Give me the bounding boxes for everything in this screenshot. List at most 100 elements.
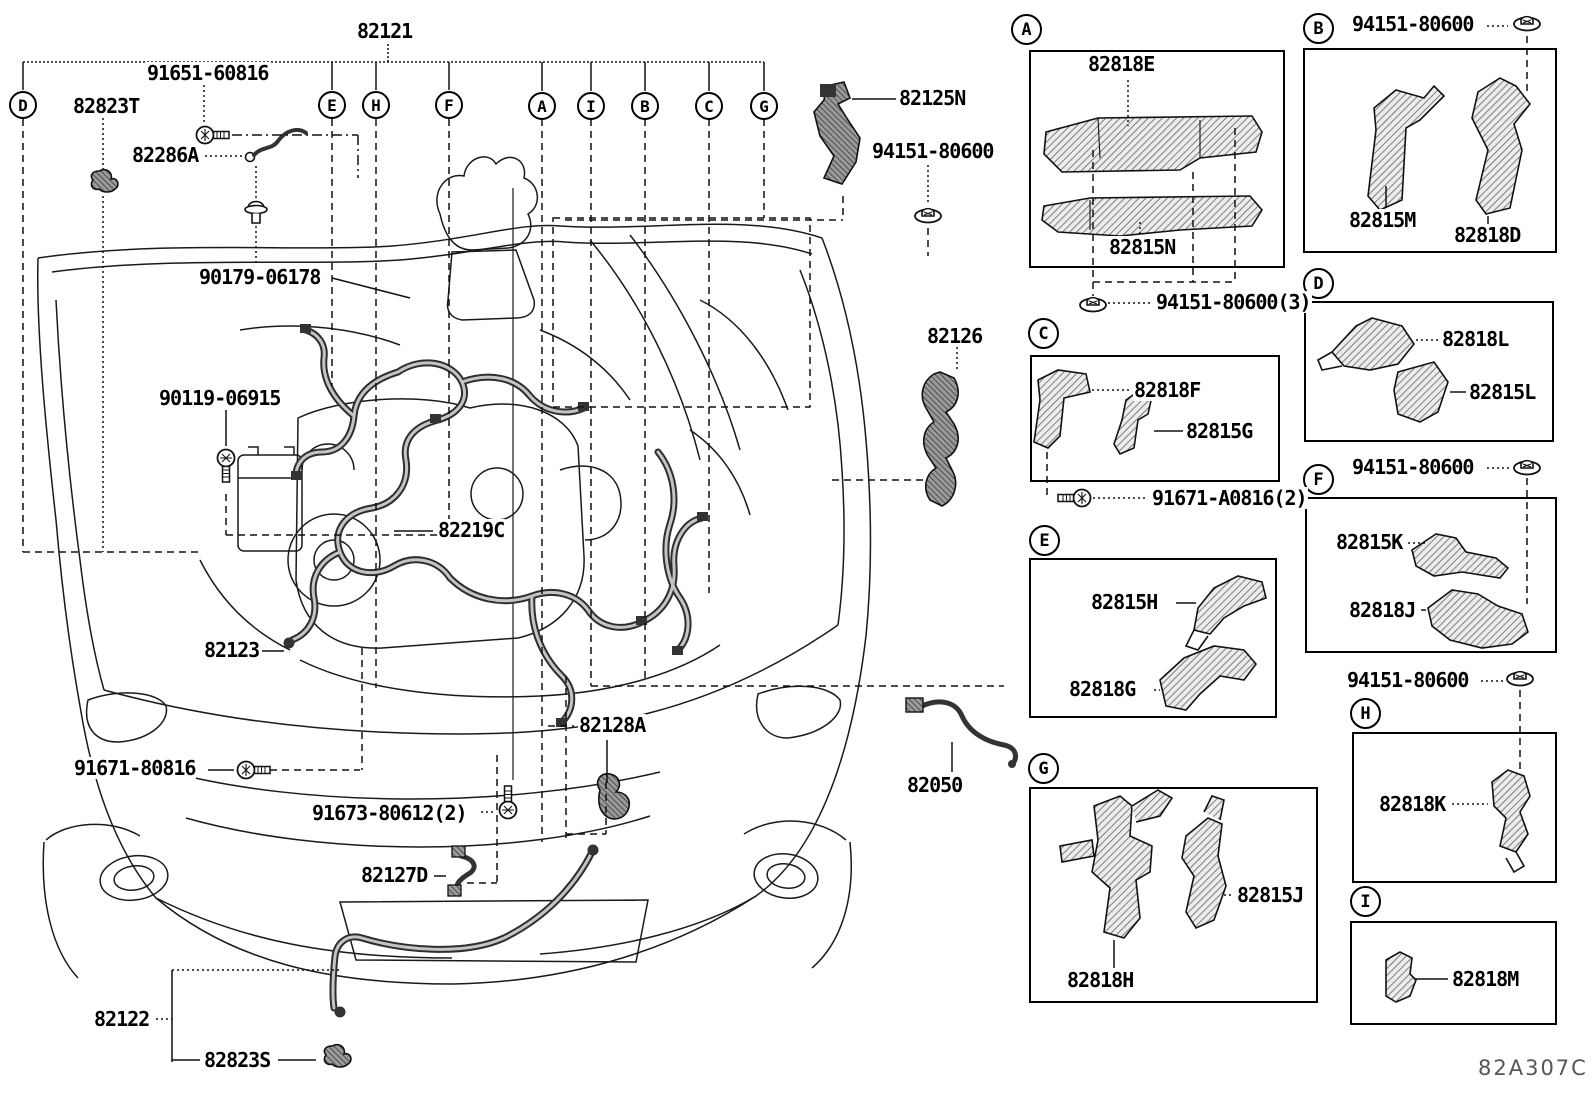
panel-a-part-label-2: 82815N [1108,235,1176,259]
panel-letter: F [1313,469,1324,490]
grommet-icon-panel-b [1513,15,1541,32]
panel-a-fastener-label: 94151-80600(3) [1155,290,1312,314]
wire-82286a [244,127,308,163]
bracket-82126 [921,371,959,507]
clip-icon-82823t [90,168,119,193]
panel-a-box [1029,50,1285,268]
panel-g-art [1059,789,1234,968]
panel-e-part-label-2: 82818G [1068,677,1136,701]
panel-e-art [1154,575,1267,711]
panel-circle-g: G [1028,753,1059,784]
panel-c-part-label-2: 82815G [1185,419,1253,443]
panel-h-part-label-1: 82818K [1378,792,1446,816]
panel-circle-d: D [1303,268,1334,299]
wire-82127d [447,845,477,897]
panel-i-part-label-1: 82818M [1451,967,1519,991]
callout-letter: F [444,95,454,115]
grommet-icon-panel-h [1506,670,1534,687]
panel-letter: H [1360,703,1371,724]
panel-g-part-label-1: 82815J [1236,883,1304,907]
car-body-outline [37,188,872,985]
callout-circle-h: H [362,91,390,119]
panel-i-art [1385,951,1448,1003]
panel-f-art [1408,459,1541,649]
bolt-icon-91673 [498,785,518,820]
panel-b-fastener-label: 94151-80600 [1351,12,1474,36]
bolt-icon-90119 [216,448,236,483]
panel-letter: A [1021,19,1032,40]
panel-b-part-label-1: 82815M [1348,208,1416,232]
panel-circle-i: I [1350,886,1381,917]
part-label-82127d: 82127D [360,863,428,887]
panel-letter: D [1313,273,1324,294]
part-label-91651-60816: 91651-60816 [146,61,269,85]
clip-icon-82823s [323,1043,352,1068]
callout-letter: G [759,96,769,116]
callout-letter: D [18,95,28,115]
part-label-82219c: 82219C [437,518,505,542]
panel-g-part-label-2: 82818H [1066,968,1134,992]
panel-letter: C [1038,323,1049,344]
wire-harness-82122 [329,844,599,1018]
panel-b-box [1303,48,1557,253]
panel-h-box [1352,732,1557,883]
callout-circle-i: I [577,92,605,120]
panel-circle-h: H [1350,698,1381,729]
callout-ruler [22,44,765,91]
panel-h-art [1452,670,1534,874]
panel-g-box [1029,787,1318,1003]
panel-d-part-label-2: 82815L [1468,380,1536,404]
part-label-90179-06178: 90179-06178 [198,265,321,289]
part-label-82122: 82122 [93,1007,150,1031]
wire-harness-82121 [283,324,708,727]
callout-circle-a: A [528,92,556,120]
part-label-94151-80600-top: 94151-80600 [871,139,994,163]
panel-d-art [1316,317,1466,423]
callout-circle-b: B [631,92,659,120]
bolt-icon-panel-c [1057,488,1092,508]
callout-circle-c: C [695,92,723,120]
part-label-82823s: 82823S [203,1048,271,1072]
part-label-91673-80612: 91673-80612(2) [311,801,468,825]
grommet-icon-panel-a [1079,296,1107,313]
part-label-82823t: 82823T [72,94,140,118]
part-label-82128a: 82128A [578,713,646,737]
panel-f-box [1305,497,1557,653]
panel-f-fastener-label: 94151-80600 [1351,455,1474,479]
panel-a-part-label-1: 82818E [1087,52,1155,76]
panel-d-box [1304,301,1554,442]
screw-icon-91671 [236,760,271,780]
panel-c-art [1033,369,1183,508]
panel-i-box [1350,921,1557,1025]
connector-82128a [596,772,631,820]
bracket-82125n [813,81,861,185]
panel-f-part-label-1: 82815K [1335,530,1403,554]
panel-d-part-label-1: 82818L [1441,327,1509,351]
pin-icon-90179 [244,200,268,224]
part-label-82125n: 82125N [898,86,966,110]
callout-letter: H [371,95,381,115]
panel-letter: G [1038,758,1049,779]
callout-circle-f: F [435,91,463,119]
wire-82050 [905,697,1019,768]
callout-circle-g: G [750,92,778,120]
panel-b-part-label-2: 82818D [1453,223,1521,247]
part-label-90119-06915: 90119-06915 [158,386,281,410]
callout-letter: C [704,96,714,116]
panel-c-part-label-1: 82818F [1133,378,1201,402]
leader-lines-dashdot [232,134,359,178]
part-label-82123: 82123 [203,638,260,662]
part-label-82286a: 82286A [131,143,199,167]
callout-letter: I [586,96,596,116]
grommet-icon-94151-top [914,207,942,224]
callout-letter: E [327,95,337,115]
panel-c-box [1030,355,1280,482]
callout-letter: B [640,96,650,116]
leader-lines-dashed [22,119,1004,884]
panel-circle-b: B [1303,13,1334,44]
callout-circle-d: D [9,91,37,119]
panel-f-part-label-2: 82818J [1348,598,1416,622]
panel-circle-c: C [1028,318,1059,349]
